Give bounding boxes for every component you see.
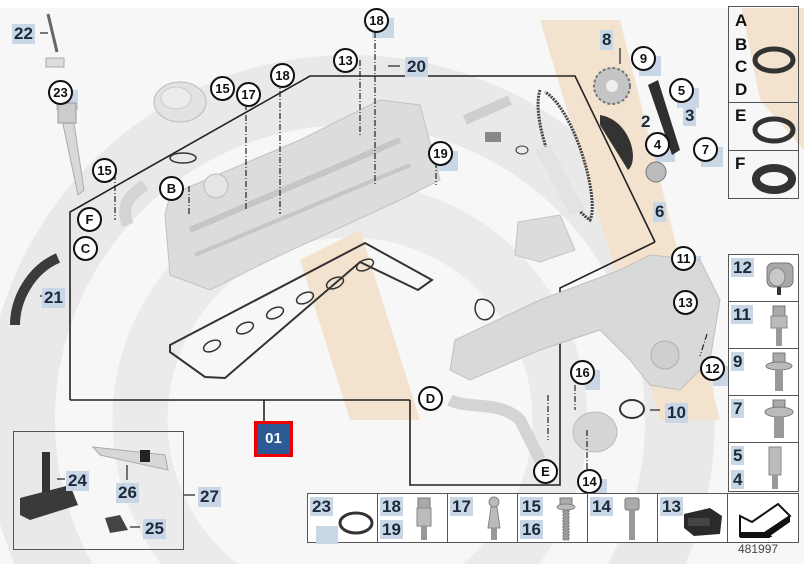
callout-2[interactable]: 2 <box>641 112 651 131</box>
callout-15-left[interactable]: 15 <box>92 158 122 188</box>
fastener-cell-9[interactable]: 9 <box>728 348 799 396</box>
callout-23[interactable]: 23 <box>48 80 78 110</box>
fastener-cell-5-4[interactable]: 5 4 <box>728 442 799 492</box>
next-page-cell[interactable] <box>727 493 799 543</box>
fastener-cell-18-19[interactable]: 18 19 <box>377 493 448 543</box>
callout-25[interactable]: 25 <box>143 519 166 539</box>
bolt-collar-icon <box>770 305 788 346</box>
fastener-label-18: 18 <box>380 497 403 516</box>
callout-7[interactable]: 7 <box>693 137 723 167</box>
seal-letter-A: A <box>735 11 748 30</box>
callout-5[interactable]: 5 <box>669 78 699 108</box>
callout-13-top[interactable]: 13 <box>333 48 363 78</box>
cylinder-head-cover <box>164 99 441 291</box>
fastener-cell-14[interactable]: 14 <box>587 493 658 543</box>
connector-D[interactable]: D <box>418 386 443 411</box>
fastener-label-15: 15 <box>520 497 543 516</box>
seal-group-e[interactable]: E <box>728 102 799 151</box>
throttle-body <box>572 399 645 453</box>
ball-stud-icon <box>487 496 501 540</box>
seal-group-f[interactable]: F <box>728 150 799 199</box>
callout-4[interactable]: 4 <box>645 132 675 162</box>
egr-pipe <box>447 394 546 463</box>
fastener-cell-15-16[interactable]: 15 16 <box>517 493 588 543</box>
timing-chain <box>462 67 680 223</box>
bolt-washer-icon <box>765 352 793 391</box>
empty-label-slot <box>316 526 338 544</box>
callout-6[interactable]: 6 <box>653 202 667 222</box>
fastener-cell-13[interactable]: 13 <box>657 493 728 543</box>
fastener-cell-7[interactable]: 7 <box>728 395 799 443</box>
seal-letter-E: E <box>735 106 747 125</box>
callout-3[interactable]: 3 <box>683 106 697 126</box>
fastener-label-23: 23 <box>310 497 333 516</box>
callout-21[interactable]: 21 <box>42 288 65 308</box>
fastener-label-16: 16 <box>520 520 543 539</box>
breather-hose <box>10 180 149 326</box>
fastener-label-13: 13 <box>660 497 683 516</box>
fastener-label-19: 19 <box>380 520 403 539</box>
assembly-outline <box>69 75 656 486</box>
bolt-flange-icon <box>764 399 794 438</box>
o-ring-icon <box>338 511 374 535</box>
stud-bolt-icon <box>416 497 432 540</box>
seal-letter-B: B <box>735 35 748 54</box>
callout-18-top[interactable]: 18 <box>364 8 394 38</box>
callout-27[interactable]: 27 <box>198 487 221 507</box>
allen-bolt-icon <box>624 497 640 540</box>
fastener-label-4: 4 <box>731 470 745 489</box>
callout-8[interactable]: 8 <box>600 30 614 50</box>
callout-14[interactable]: 14 <box>577 469 607 499</box>
diagram-number: 481997 <box>738 542 779 556</box>
callout-20[interactable]: 20 <box>405 57 428 77</box>
seal-letter-D: D <box>735 80 748 99</box>
callout-15-top[interactable]: 15 <box>210 76 240 106</box>
seal-group-abcd[interactable]: A B C D <box>728 6 799 103</box>
callout-24[interactable]: 24 <box>66 471 89 491</box>
callout-26[interactable]: 26 <box>116 483 139 503</box>
fastener-cell-17[interactable]: 17 <box>447 493 518 543</box>
fastener-cell-12[interactable]: 12 <box>728 254 799 302</box>
callout-19[interactable]: 19 <box>428 141 458 171</box>
o-ring-icon <box>752 116 796 144</box>
seal-letter-C: C <box>735 57 748 76</box>
callout-22[interactable]: 22 <box>12 24 35 44</box>
fastener-label-17: 17 <box>450 497 473 516</box>
oil-filler-cap <box>153 81 207 164</box>
assembly-badge-01[interactable]: 01 <box>254 421 293 457</box>
connector-C[interactable]: C <box>73 236 98 261</box>
connector-F[interactable]: F <box>77 207 102 232</box>
callout-13-manifold[interactable]: 13 <box>673 290 703 320</box>
fastener-label-7: 7 <box>731 399 745 418</box>
clip-icon <box>766 262 794 295</box>
connector-B[interactable]: B <box>159 176 184 201</box>
flat-seal-icon <box>752 164 796 194</box>
connector-E[interactable]: E <box>533 459 558 484</box>
stud-sleeve-icon <box>768 446 782 489</box>
fastener-label-5: 5 <box>731 446 745 465</box>
vacuum-pump <box>514 214 576 263</box>
tool-kit-box <box>13 431 184 550</box>
injector-part <box>45 13 85 196</box>
fastener-cell-23[interactable]: 23 <box>307 493 378 544</box>
screw-icon <box>556 497 576 541</box>
o-ring-icon <box>752 46 796 74</box>
valve-cover-gasket <box>169 241 434 380</box>
callout-11[interactable]: 11 <box>671 246 701 276</box>
fastener-label-14: 14 <box>590 497 613 516</box>
callout-9[interactable]: 9 <box>631 46 661 76</box>
special-tool-kit <box>20 446 169 533</box>
callout-17[interactable]: 17 <box>236 82 266 112</box>
arrow-next-icon[interactable] <box>734 498 794 538</box>
callout-10[interactable]: 10 <box>665 403 688 423</box>
fastener-label-11: 11 <box>731 305 753 324</box>
fastener-cell-11[interactable]: 11 <box>728 301 799 349</box>
fastener-label-12: 12 <box>731 258 754 277</box>
callout-18-main[interactable]: 18 <box>270 63 300 93</box>
rubber-grommet-icon <box>684 508 722 536</box>
fastener-label-9: 9 <box>731 352 745 371</box>
callout-12[interactable]: 12 <box>700 356 730 386</box>
seal-letter-F: F <box>735 154 746 173</box>
callout-16[interactable]: 16 <box>570 360 600 390</box>
